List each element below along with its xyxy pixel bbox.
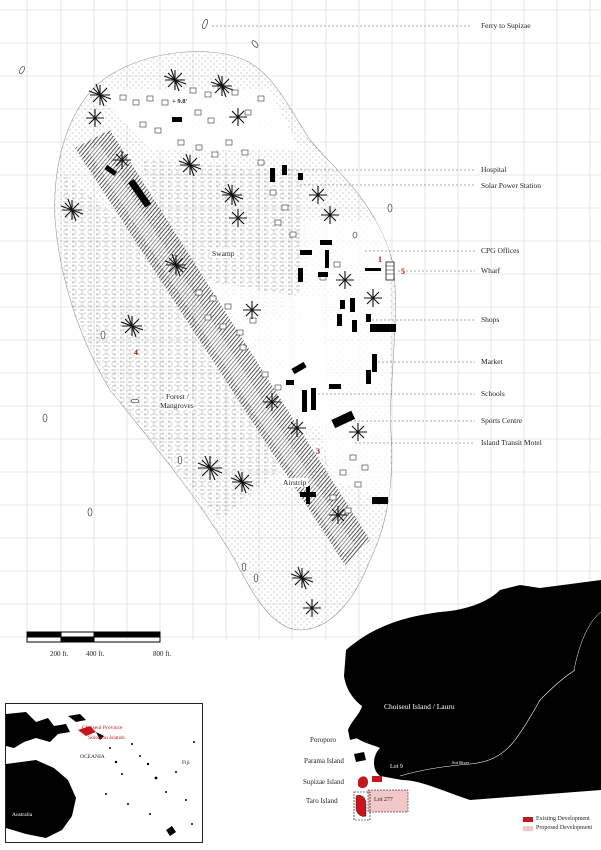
label-airstrip: Airstrip [281, 478, 309, 487]
callout-market: Market [481, 357, 503, 366]
parama-island [354, 752, 366, 762]
callout-motel: Island Transit Motel [481, 438, 542, 447]
legend-proposed: Proposed Development [523, 825, 592, 831]
scale-label-400: 400 ft. [86, 650, 105, 658]
taro-island [355, 795, 367, 817]
island-map [19, 18, 475, 643]
label-forest-1: Forest / [166, 392, 189, 401]
airstrip-strip [75, 130, 370, 565]
proposed-swatch [523, 825, 533, 831]
site-number-4: 4 [134, 348, 138, 357]
scale-label-800: 800 ft. [153, 650, 172, 658]
label-parama: Parama Island [304, 757, 344, 765]
legend-existing: Existing Development [523, 816, 590, 822]
legend-proposed-label: Proposed Development [536, 825, 593, 831]
label-lot-277: Lot 277 [374, 797, 393, 803]
callout-wharf: Wharf [481, 266, 501, 275]
inset-oceania: OCEANIA [80, 754, 105, 760]
boats [19, 18, 393, 583]
inset-solomon: Solomon Islands [88, 735, 125, 741]
site-number-5: 5 [401, 267, 405, 276]
legend-existing-label: Existing Development [536, 816, 590, 822]
inset-map: Choiseul Province Solomon Islands OCEANI… [5, 703, 203, 843]
swamp-zone [140, 160, 310, 320]
airstrip-marker [300, 486, 316, 504]
callout-schools: Schools [481, 389, 505, 398]
label-swamp: Swamp [210, 249, 237, 258]
site-number-1: 1 [378, 255, 382, 264]
wharf-pier [385, 261, 395, 281]
callout-solar: Solar Power Station [481, 181, 541, 190]
scale-label-200: 200 ft. [50, 650, 69, 658]
inset-australia: Australia [12, 812, 33, 818]
label-elevation: + 9.8' [172, 98, 188, 105]
inset-land [6, 712, 195, 838]
callout-sports: Sports Centre [481, 416, 523, 425]
label-sui-river: Sui River [452, 760, 470, 765]
inset-province: Choiseul Province [82, 725, 123, 731]
inset-fiji: Fiji [182, 760, 190, 766]
label-choiseul: Choiseul Island / Lauru [384, 702, 455, 711]
supizae-island [358, 776, 368, 789]
callout-ferry: Ferry to Supizae [481, 21, 531, 30]
callout-shops: Shops [481, 315, 500, 324]
poroporo-island [348, 728, 358, 740]
site-number-3: 3 [316, 447, 320, 456]
palm-trees [60, 68, 382, 617]
label-supizae: Supizae Island [303, 778, 345, 786]
callout-hospital: Hospital [481, 165, 507, 174]
callout-cpg: CPG Offices [481, 246, 520, 255]
lot-9-area [372, 776, 382, 782]
scale-bar [26, 631, 161, 643]
label-taro: Taro Island [306, 797, 338, 805]
existing-swatch [523, 816, 533, 822]
forest-zone [60, 170, 280, 520]
label-forest-2: Mangroves [160, 401, 194, 410]
sui-river [399, 669, 576, 777]
label-lot-9: Lot 9 [390, 764, 403, 770]
label-poroporo: Poroporo [310, 736, 337, 744]
